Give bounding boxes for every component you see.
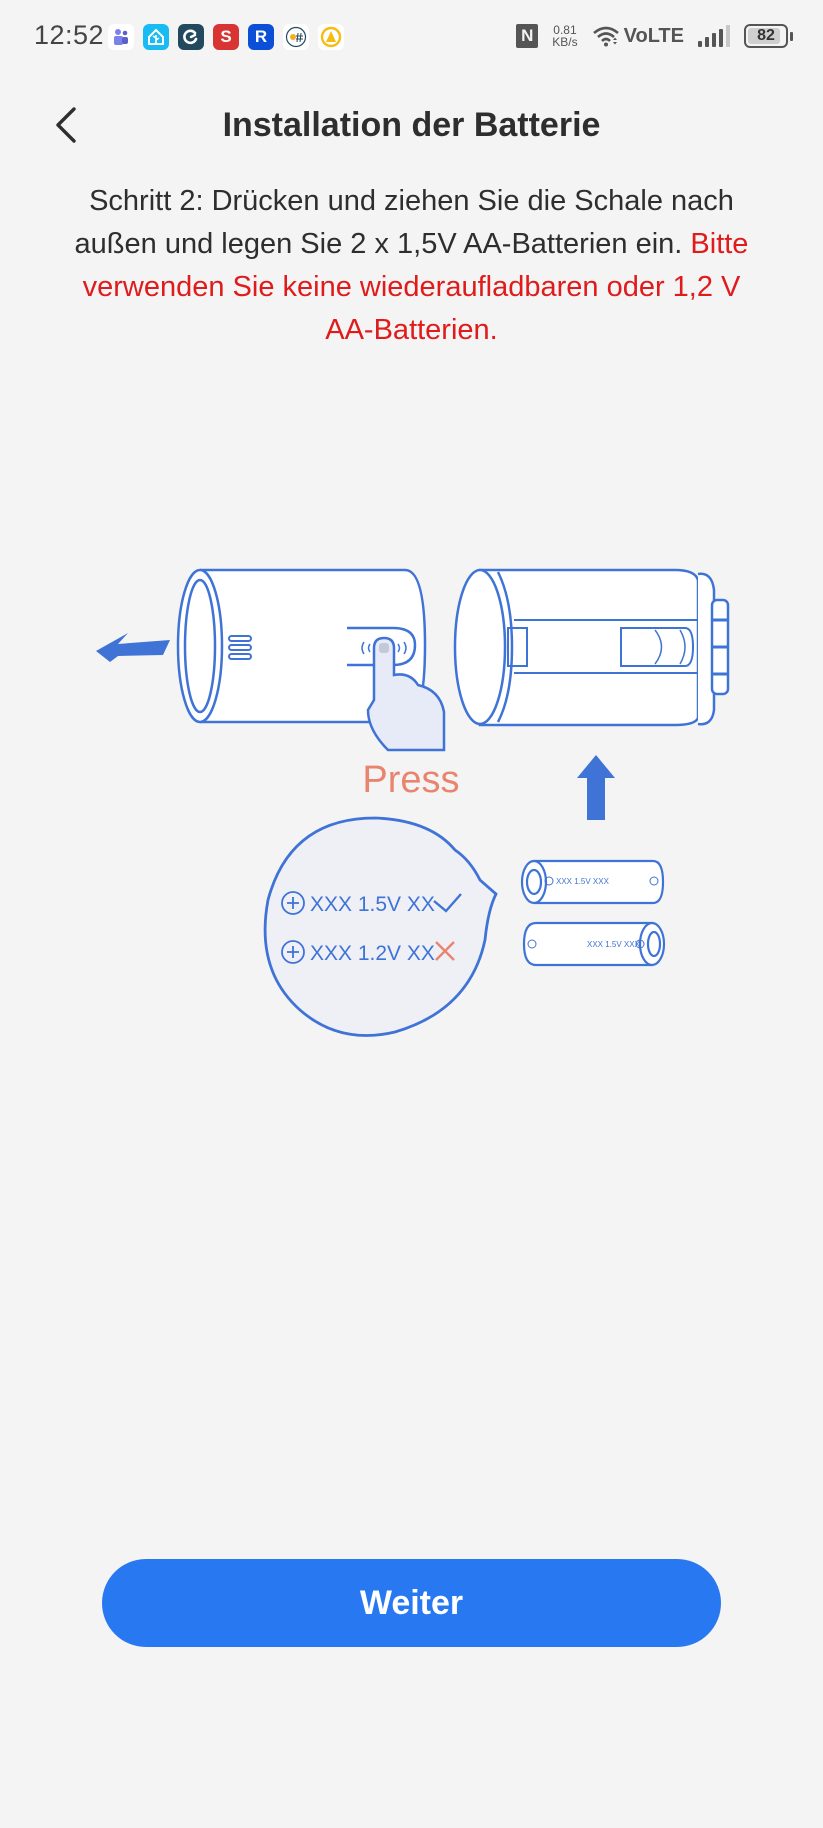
thermostat-body-icon	[453, 568, 730, 727]
correct-battery-row: XXX 1.5V XX	[281, 891, 462, 916]
cell-signal-icon	[698, 25, 730, 47]
nfc-icon: N	[516, 24, 539, 48]
wrong-battery-row: XXX 1.2V XX	[281, 940, 455, 965]
a-app-icon	[318, 24, 344, 50]
s-app-icon: S	[213, 24, 239, 50]
c-app-icon	[178, 24, 204, 50]
system-status: N 0.81 KB/s VoLTE 82	[516, 24, 793, 48]
back-button[interactable]	[42, 100, 92, 150]
network-speed-unit: KB/s	[552, 35, 578, 49]
aa-battery-bottom: XXX 1.5V XXX	[522, 921, 666, 967]
battery-top-label: XXX 1.5V XXX	[556, 877, 610, 886]
press-label: Press	[362, 759, 459, 801]
plus-circle-icon	[281, 891, 305, 915]
correct-battery-label: XXX 1.5V XX	[310, 893, 435, 916]
battery-voltage-bubble	[263, 816, 498, 1037]
status-bar: 12:52 S R N 0.81 KB/s VoLTE	[0, 0, 823, 76]
volte-indicator: VoLTE	[592, 25, 684, 48]
volte-label: VoLTE	[623, 24, 684, 47]
notification-icons: S R	[108, 24, 344, 50]
device-cap-icon	[176, 568, 427, 724]
instruction-step: Schritt 2: Drücken und ziehen Sie die Sc…	[74, 185, 734, 260]
next-button[interactable]: Weiter	[102, 1559, 721, 1647]
insert-up-arrow-icon	[577, 755, 615, 820]
checkmark-icon	[433, 893, 462, 913]
page-title: Installation der Batterie	[222, 106, 601, 144]
battery-level: 82	[757, 27, 775, 44]
chevron-left-icon	[56, 107, 76, 143]
battery-warning: Bitte verwenden Sie keine wiederaufladba…	[82, 228, 749, 346]
pressing-hand-icon	[361, 636, 446, 752]
network-speed-value: 0.81	[553, 23, 577, 37]
home-assistant-icon	[143, 24, 169, 50]
weather-icon	[283, 24, 309, 50]
aa-battery-top: XXX 1.5V XXX	[520, 859, 665, 905]
wifi-6-icon	[592, 26, 619, 47]
battery-icon: 82	[744, 24, 788, 48]
battery-bottom-label: XXX 1.5V XXX	[587, 940, 641, 949]
cross-icon	[435, 941, 455, 961]
clock: 12:52	[34, 20, 105, 50]
pull-left-arrow-icon	[96, 633, 170, 662]
battery-indicator: 82	[744, 24, 793, 48]
network-speed: 0.81 KB/s	[552, 24, 577, 48]
instruction-text: Schritt 2: Drücken und ziehen Sie die Sc…	[70, 180, 753, 352]
header: Installation der Batterie	[0, 90, 823, 164]
wrong-battery-label: XXX 1.2V XX	[310, 942, 435, 965]
teams-icon	[108, 24, 134, 50]
battery-installation-illustration: Press XXX 1.5V XX	[0, 540, 823, 1060]
plus-circle-icon	[281, 940, 305, 964]
r-app-icon: R	[248, 24, 274, 50]
